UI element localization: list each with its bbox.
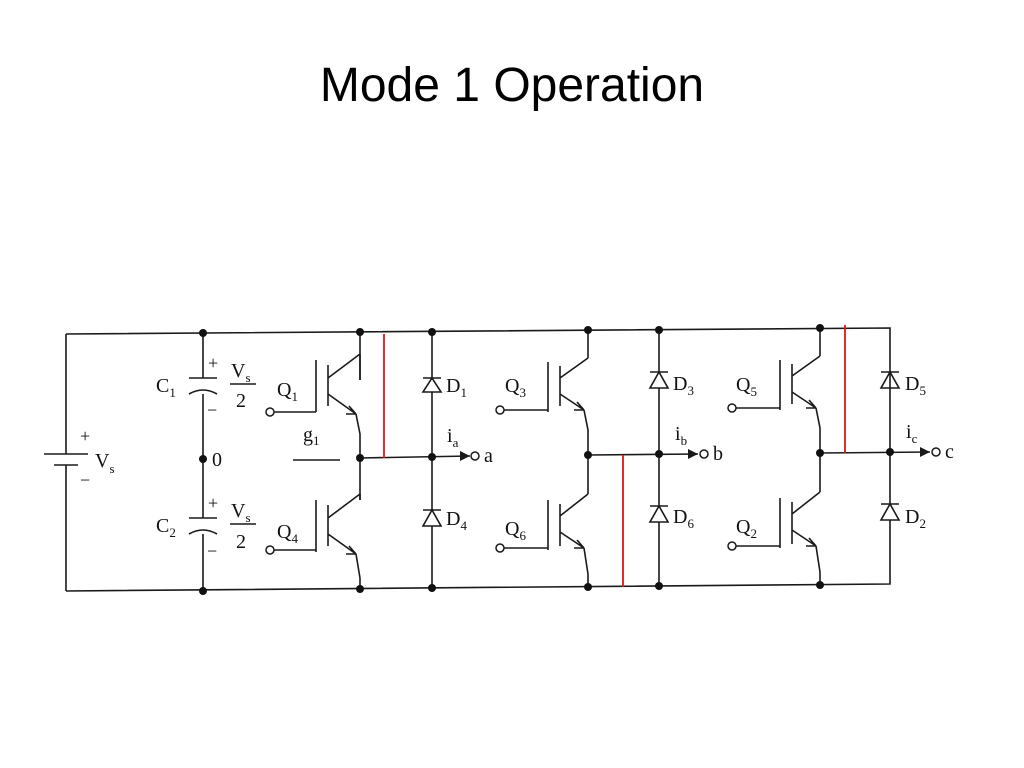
current-ic-label: ic	[906, 421, 918, 446]
terminal-a	[470, 451, 480, 461]
switch-q5-symbol	[736, 355, 821, 453]
switch-q3-symbol	[504, 357, 589, 455]
diode-d5-symbol	[879, 370, 901, 389]
diode-d2-symbol	[879, 502, 901, 521]
gate-terminal-q4	[265, 545, 275, 555]
capacitor-c2-voltage-num: Vs	[231, 500, 251, 525]
bottom-rail	[65, 530, 891, 592]
top-rail	[65, 327, 891, 372]
switch-q1-label: Q1	[277, 379, 298, 404]
switch-q3-label: Q3	[505, 375, 526, 400]
switch-q2-symbol	[736, 491, 821, 573]
conduction-highlights	[383, 325, 846, 587]
terminal-b-label: b	[713, 443, 723, 465]
terminals	[265, 403, 941, 555]
slide-title: Mode 1 Operation	[319, 59, 705, 112]
source-minus-sign: −	[80, 470, 90, 490]
diode-d6-symbol	[648, 504, 670, 523]
capacitor-c2-minus: −	[207, 541, 217, 561]
capacitor-c2-voltage-den: 2	[236, 531, 246, 553]
current-arrow-a	[460, 451, 470, 461]
gate-terminal-q3	[495, 405, 505, 415]
diode-d6-label: D6	[673, 506, 694, 531]
current-arrow-b	[688, 449, 698, 459]
terminal-a-label: a	[484, 445, 493, 467]
leg-a-output-wire	[359, 455, 471, 459]
current-arrows	[460, 447, 930, 461]
diode-d3-symbol	[648, 370, 670, 389]
switch-q1-symbol	[270, 353, 361, 415]
capacitor-c2-label: C2	[156, 515, 176, 540]
capacitor-c1-minus: −	[207, 400, 217, 420]
current-ib-label: ib	[675, 423, 687, 448]
switch-q4-label: Q4	[277, 521, 298, 546]
capacitor-c1-plates	[188, 377, 218, 395]
capacitor-c2-plus: +	[208, 493, 218, 513]
diode-d5-label: D5	[905, 373, 926, 398]
gate-terminal-q5	[727, 403, 737, 413]
switch-q6-label: Q6	[505, 518, 526, 543]
gate-terminal-q6	[495, 543, 505, 553]
switch-q5-label: Q5	[736, 374, 757, 399]
capacitor-c1-voltage-den: 2	[236, 390, 246, 412]
dc-source-symbol	[44, 453, 88, 466]
gate-label-g1: g1	[303, 424, 320, 448]
diode-d2-label: D2	[905, 506, 926, 531]
source-label: Vs	[95, 450, 115, 476]
leg-c-output-wire	[819, 451, 931, 454]
diode-d1-symbol	[421, 376, 443, 393]
capacitor-c2-plates	[188, 517, 218, 535]
gate-terminal-q1	[265, 407, 275, 417]
current-ia-label: ia	[447, 425, 459, 450]
switch-q6-symbol	[504, 493, 589, 575]
current-arrow-c	[920, 447, 930, 457]
capacitor-c1-plus: +	[208, 353, 218, 373]
diode-d3-label: D3	[673, 373, 694, 398]
leg-b-output-wire	[587, 453, 699, 456]
terminal-b	[699, 449, 709, 459]
terminal-c-label: c	[945, 441, 954, 463]
switch-q4-symbol	[270, 493, 361, 579]
terminal-c	[931, 447, 941, 457]
junction-dots	[199, 324, 894, 595]
switch-q2-label: Q2	[736, 516, 757, 541]
diode-d1-label: D1	[446, 375, 467, 400]
capacitor-c1-voltage-num: Vs	[231, 360, 251, 385]
diode-d4-symbol	[421, 508, 443, 527]
source-plus-sign: +	[80, 426, 90, 446]
diode-d4-label: D4	[446, 508, 467, 533]
capacitor-c1-label: C1	[156, 375, 176, 400]
midpoint-label: 0	[212, 449, 222, 471]
gate-terminal-q2	[727, 541, 737, 551]
